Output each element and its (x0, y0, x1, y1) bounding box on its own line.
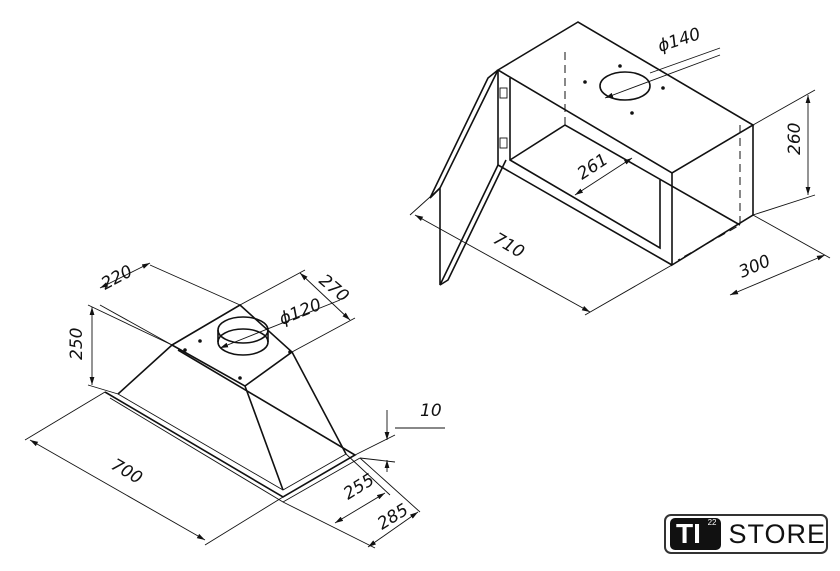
dim-hood-flange-thickness: 10 (420, 401, 442, 421)
dim-hood-top-depth: 220 (98, 262, 136, 295)
logo-name: STORE (728, 518, 826, 549)
ti-store-logo: TI 22 STORE (664, 514, 828, 554)
dim-hood-outlet-diameter: ϕ120 (276, 295, 324, 330)
dim-cabinet-height: 260 (785, 123, 805, 155)
dim-cabinet-depth: 300 (736, 251, 774, 282)
logo-superscript: 22 (707, 518, 717, 527)
dim-cabinet-width: 710 (490, 229, 528, 263)
dim-hood-top-width: 270 (315, 271, 353, 307)
logo-mark: TI 22 (670, 518, 722, 550)
cabinet-drawing (409, 21, 831, 316)
dim-cabinet-cutout-diameter: ϕ140 (655, 24, 703, 57)
logo-mark-text: TI (676, 518, 701, 549)
dim-hood-height: 250 (67, 328, 87, 360)
dim-hood-width: 700 (108, 455, 146, 489)
built-in-hood-drawing (24, 262, 445, 549)
dim-cabinet-inner-depth: 261 (574, 150, 612, 184)
dim-hood-inner-depth: 255 (340, 470, 378, 504)
